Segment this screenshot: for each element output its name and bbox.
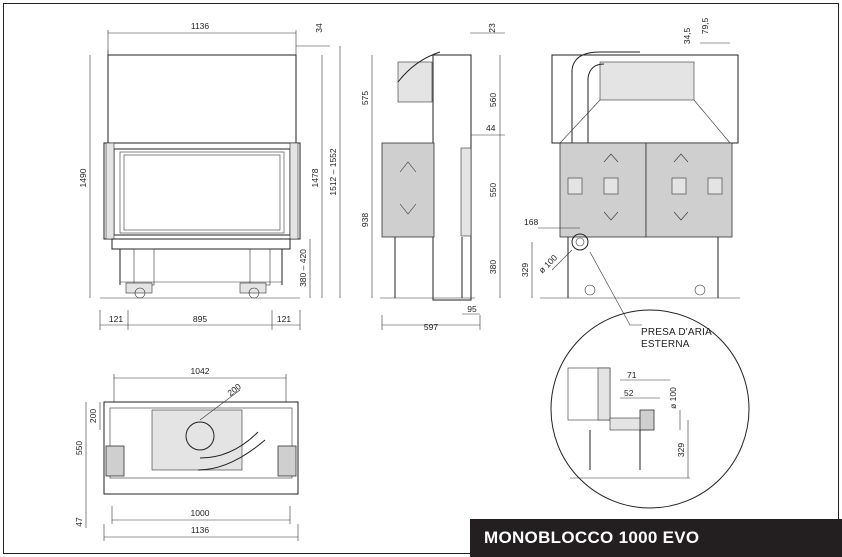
rear-pipe-height: 329 xyxy=(520,263,530,277)
plan-left-top: 200 xyxy=(88,409,98,423)
plan-duct xyxy=(197,439,266,471)
rear-left-offset: 168 xyxy=(524,217,538,227)
side-top: 23 xyxy=(487,23,497,33)
detail-view: 71 52 ø 100 329 xyxy=(550,309,750,509)
detail-diameter: ø 100 xyxy=(668,387,678,409)
rear-view: 79,5 34,5 168 329 ø 100 xyxy=(520,17,740,299)
plan-view: 1042 200 200 550 47 1000 1136 xyxy=(74,366,299,541)
rear-panel-right xyxy=(645,142,733,238)
callout-leader xyxy=(589,251,642,326)
side-body-left: 938 xyxy=(360,213,370,227)
front-bottom-right: 121 xyxy=(277,314,291,324)
side-offset: 44 xyxy=(486,123,496,133)
side-foot-offset: 95 xyxy=(467,304,477,314)
rear-top-b: 34,5 xyxy=(682,27,692,44)
front-total-height: 1490 xyxy=(78,168,88,187)
side-panel xyxy=(381,142,435,238)
plan-width-outer: 1136 xyxy=(191,525,210,535)
side-heat-exchanger xyxy=(397,61,433,103)
detail-dim-52: 52 xyxy=(624,388,634,398)
detail-height: 329 xyxy=(676,443,686,457)
side-body-right: 550 xyxy=(488,183,498,197)
page-frame xyxy=(3,3,839,554)
front-bottom-left: 121 xyxy=(109,314,123,324)
title-bar: MONOBLOCCO 1000 EVO xyxy=(470,519,842,557)
front-glass-door xyxy=(123,154,281,231)
front-bottom-center: 895 xyxy=(193,314,207,324)
plan-left-depth: 550 xyxy=(74,441,84,455)
rear-heat-exchanger xyxy=(599,61,695,101)
plan-diagonal: 200 xyxy=(225,381,243,398)
side-foot: 380 xyxy=(488,260,498,274)
plan-width-inner: 1000 xyxy=(191,508,210,518)
side-depth: 597 xyxy=(424,322,438,332)
detail-dim-71: 71 xyxy=(627,370,637,380)
front-view: 1136 34 1490 1478 1512 – 1552 380 – 420 … xyxy=(78,21,341,330)
rear-pipe-diameter: ø 100 xyxy=(537,252,560,275)
product-title: MONOBLOCCO 1000 EVO xyxy=(484,528,700,547)
front-hood xyxy=(107,54,297,144)
rear-air-intake xyxy=(571,233,589,251)
plan-grid-plate xyxy=(151,409,243,471)
side-upper-right: 560 xyxy=(488,93,498,107)
front-firebox-frame xyxy=(103,142,301,240)
callout-label-line1: PRESA D'ARIA xyxy=(641,327,712,338)
front-foot-range: 380 – 420 xyxy=(298,249,308,287)
plan-left-bottom: 47 xyxy=(74,517,84,527)
plan-width-top: 1042 xyxy=(191,366,210,376)
rear-top-a: 79,5 xyxy=(700,17,710,34)
front-top-gap: 34 xyxy=(314,23,324,33)
front-height-a: 1478 xyxy=(310,168,320,187)
callout-label-line2: ESTERNA xyxy=(641,339,690,350)
front-height-range: 1512 – 1552 xyxy=(328,148,338,196)
front-top-width: 1136 xyxy=(191,21,210,31)
side-view: 23 575 560 44 550 938 380 597 95 xyxy=(360,23,505,332)
side-upper-left: 575 xyxy=(360,91,370,105)
detail-circle xyxy=(550,309,750,509)
